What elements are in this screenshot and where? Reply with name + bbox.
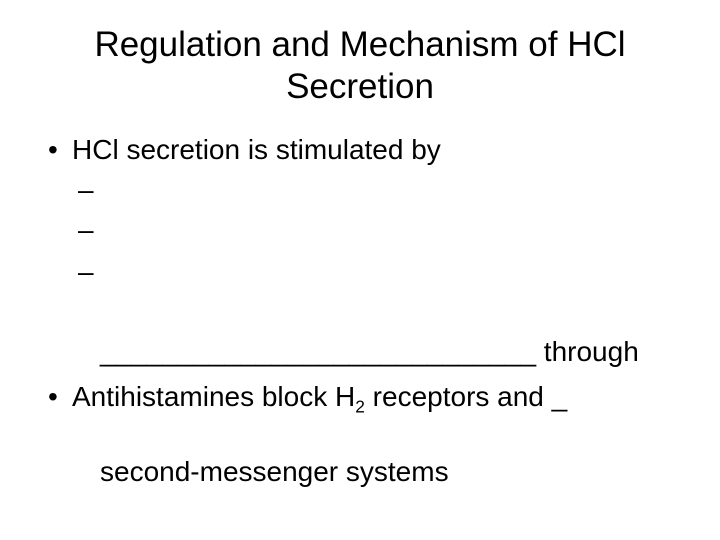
second-messenger-systems-line: second-messenger systems (100, 456, 449, 487)
slide-title: Regulation and Mechanism of HCl Secretio… (40, 24, 680, 108)
fill-in-blank-through-line: ____________________________ through (100, 336, 639, 367)
dash-marker-icon: – (78, 214, 94, 245)
bullet-antihistamines-text: Antihistamines block H2 receptors and _ (72, 377, 688, 417)
slide-title-line1: Regulation and Mechanism of HCl (94, 25, 626, 64)
bullet-hcl-secretion: • HCl secretion is stimulated by (48, 130, 688, 170)
bullet-hcl-secretion-text: HCl secretion is stimulated by (72, 134, 441, 165)
bullet-antihistamines: • Antihistamines block H2 receptors and … (48, 377, 688, 417)
h2-subscript: 2 (355, 396, 365, 417)
dash-marker-icon: – (78, 174, 94, 205)
antihistamines-text-pre: Antihistamines block H (72, 381, 356, 412)
bullet-dot-icon: • (48, 134, 58, 165)
dash-marker-icon: – (78, 256, 94, 287)
sub-item-fill-in-through-text: ____________________________ through sec… (100, 252, 718, 540)
sub-item-fill-in-through: – ____________________________ through s… (78, 252, 718, 540)
bullet-dot-icon: • (48, 381, 58, 412)
sub-item-blank-1: – (78, 170, 718, 210)
slide-title-line2: Secretion (286, 67, 434, 106)
antihistamines-text-post: receptors and _ (364, 381, 568, 412)
sub-item-blank-2: – (78, 210, 718, 250)
